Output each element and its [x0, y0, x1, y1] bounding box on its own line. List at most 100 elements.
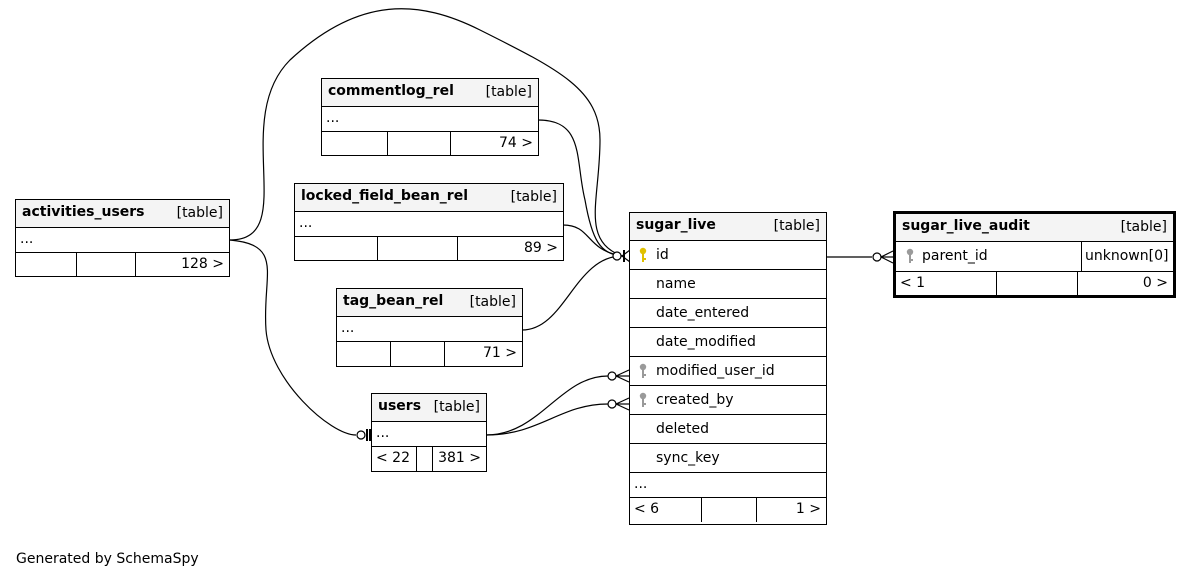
relationship-line — [562, 224, 623, 257]
crows-foot-marker — [607, 397, 630, 411]
table-footer: 89 > — [295, 237, 563, 261]
relationship-line — [485, 403, 609, 436]
columns-ellipsis: ... — [295, 212, 563, 237]
column-row[interactable]: date_modified — [630, 328, 826, 357]
parents-count[interactable]: < 6 — [634, 501, 660, 517]
column-row[interactable]: id — [630, 241, 826, 270]
relationship-line — [485, 375, 609, 436]
table-tag-bean-rel[interactable]: tag_bean_rel [table] ... 71 > — [336, 288, 523, 367]
table-name: sugar_live — [636, 217, 716, 233]
crows-foot-marker — [607, 369, 630, 383]
footer-divider — [444, 342, 445, 366]
column-type-divider — [1081, 242, 1082, 271]
column-name: date_entered — [656, 305, 750, 321]
table-type: [table] — [773, 218, 820, 234]
table-header: users [table] — [372, 394, 486, 422]
footer-divider — [1077, 272, 1078, 296]
table-name: tag_bean_rel — [343, 293, 444, 309]
table-header: activities_users [table] — [16, 200, 229, 228]
footer-divider — [756, 498, 757, 522]
table-commentlog-rel[interactable]: commentlog_rel [table] ... 74 > — [321, 78, 539, 156]
column-row[interactable]: modified_user_id — [630, 357, 826, 386]
column-row[interactable]: created_by — [630, 386, 826, 415]
table-sugar-live-audit[interactable]: sugar_live_audit [table] parent_id unkno… — [893, 211, 1176, 298]
table-type: [table] — [510, 189, 557, 205]
footer-divider — [387, 132, 388, 156]
foreign-key-icon — [905, 248, 915, 268]
footer-divider — [390, 342, 391, 366]
children-count[interactable]: 128 > — [181, 256, 224, 272]
footer-divider — [457, 237, 458, 261]
column-list: id name date_entered date_modified modified_… — [630, 241, 826, 473]
table-footer: 71 > — [337, 342, 522, 366]
crows-foot-marker — [872, 250, 894, 264]
table-header: commentlog_rel [table] — [322, 79, 538, 107]
columns-ellipsis: ... — [337, 317, 522, 342]
table-type: [table] — [469, 294, 516, 310]
table-footer: 74 > — [322, 132, 538, 156]
column-type: unknown[0] — [1085, 248, 1169, 264]
relationship-line — [229, 239, 357, 436]
column-name: date_modified — [656, 334, 756, 350]
table-name: users — [378, 398, 422, 414]
children-count[interactable]: 381 > — [438, 450, 481, 466]
table-header: sugar_live [table] — [630, 213, 826, 241]
column-row[interactable]: date_entered — [630, 299, 826, 328]
footer-divider — [450, 132, 451, 156]
column-row[interactable]: sync_key — [630, 444, 826, 473]
parents-count[interactable]: < 22 — [376, 450, 410, 466]
table-header: sugar_live_audit [table] — [896, 214, 1173, 242]
table-locked-field-bean-rel[interactable]: locked_field_bean_rel [table] ... 89 > — [294, 183, 564, 261]
relationship-line — [229, 8, 623, 257]
children-count[interactable]: 1 > — [795, 501, 821, 517]
column-row[interactable]: name — [630, 270, 826, 299]
children-count[interactable]: 71 > — [483, 345, 517, 361]
column-row[interactable]: parent_id unknown[0] — [896, 242, 1173, 272]
columns-ellipsis: ... — [16, 228, 229, 253]
columns-ellipsis: ... — [322, 107, 538, 132]
children-count[interactable]: 74 > — [499, 135, 533, 151]
columns-ellipsis: ... — [372, 422, 486, 447]
table-footer: < 1 0 > — [896, 272, 1173, 296]
column-row[interactable]: deleted — [630, 415, 826, 444]
table-type: [table] — [1120, 219, 1167, 235]
column-name: modified_user_id — [656, 363, 775, 379]
column-name: parent_id — [922, 248, 988, 264]
footer-divider — [701, 498, 702, 522]
parents-count[interactable]: < 1 — [900, 275, 926, 291]
table-name: commentlog_rel — [328, 83, 454, 99]
table-name: locked_field_bean_rel — [301, 188, 468, 204]
table-name: sugar_live_audit — [902, 218, 1030, 234]
relationship-line — [521, 255, 623, 331]
column-name: id — [656, 247, 669, 263]
footer-divider — [135, 253, 136, 277]
table-users[interactable]: users [table] ... < 22 381 > — [371, 393, 487, 472]
table-footer: < 6 1 > — [630, 498, 826, 522]
children-count[interactable]: 0 > — [1142, 275, 1168, 291]
footer-divider — [432, 447, 433, 471]
table-type: [table] — [433, 399, 480, 415]
table-activities-users[interactable]: activities_users [table] ... 128 > — [15, 199, 230, 277]
footer-divider — [76, 253, 77, 277]
foreign-key-icon — [638, 392, 648, 412]
column-name: created_by — [656, 392, 734, 408]
table-header: tag_bean_rel [table] — [337, 289, 522, 317]
table-type: [table] — [176, 205, 223, 221]
table-footer: < 22 381 > — [372, 447, 486, 471]
generated-by-label: Generated by SchemaSpy — [16, 551, 199, 567]
footer-divider — [377, 237, 378, 261]
primary-key-icon — [638, 247, 648, 267]
table-footer: 128 > — [16, 253, 229, 277]
footer-divider — [996, 272, 997, 296]
table-header: locked_field_bean_rel [table] — [295, 184, 563, 212]
children-count[interactable]: 89 > — [524, 240, 558, 256]
column-name: deleted — [656, 421, 709, 437]
column-name: sync_key — [656, 450, 720, 466]
table-type: [table] — [485, 84, 532, 100]
column-name: name — [656, 276, 696, 292]
foreign-key-icon — [638, 363, 648, 383]
footer-divider — [416, 447, 417, 471]
